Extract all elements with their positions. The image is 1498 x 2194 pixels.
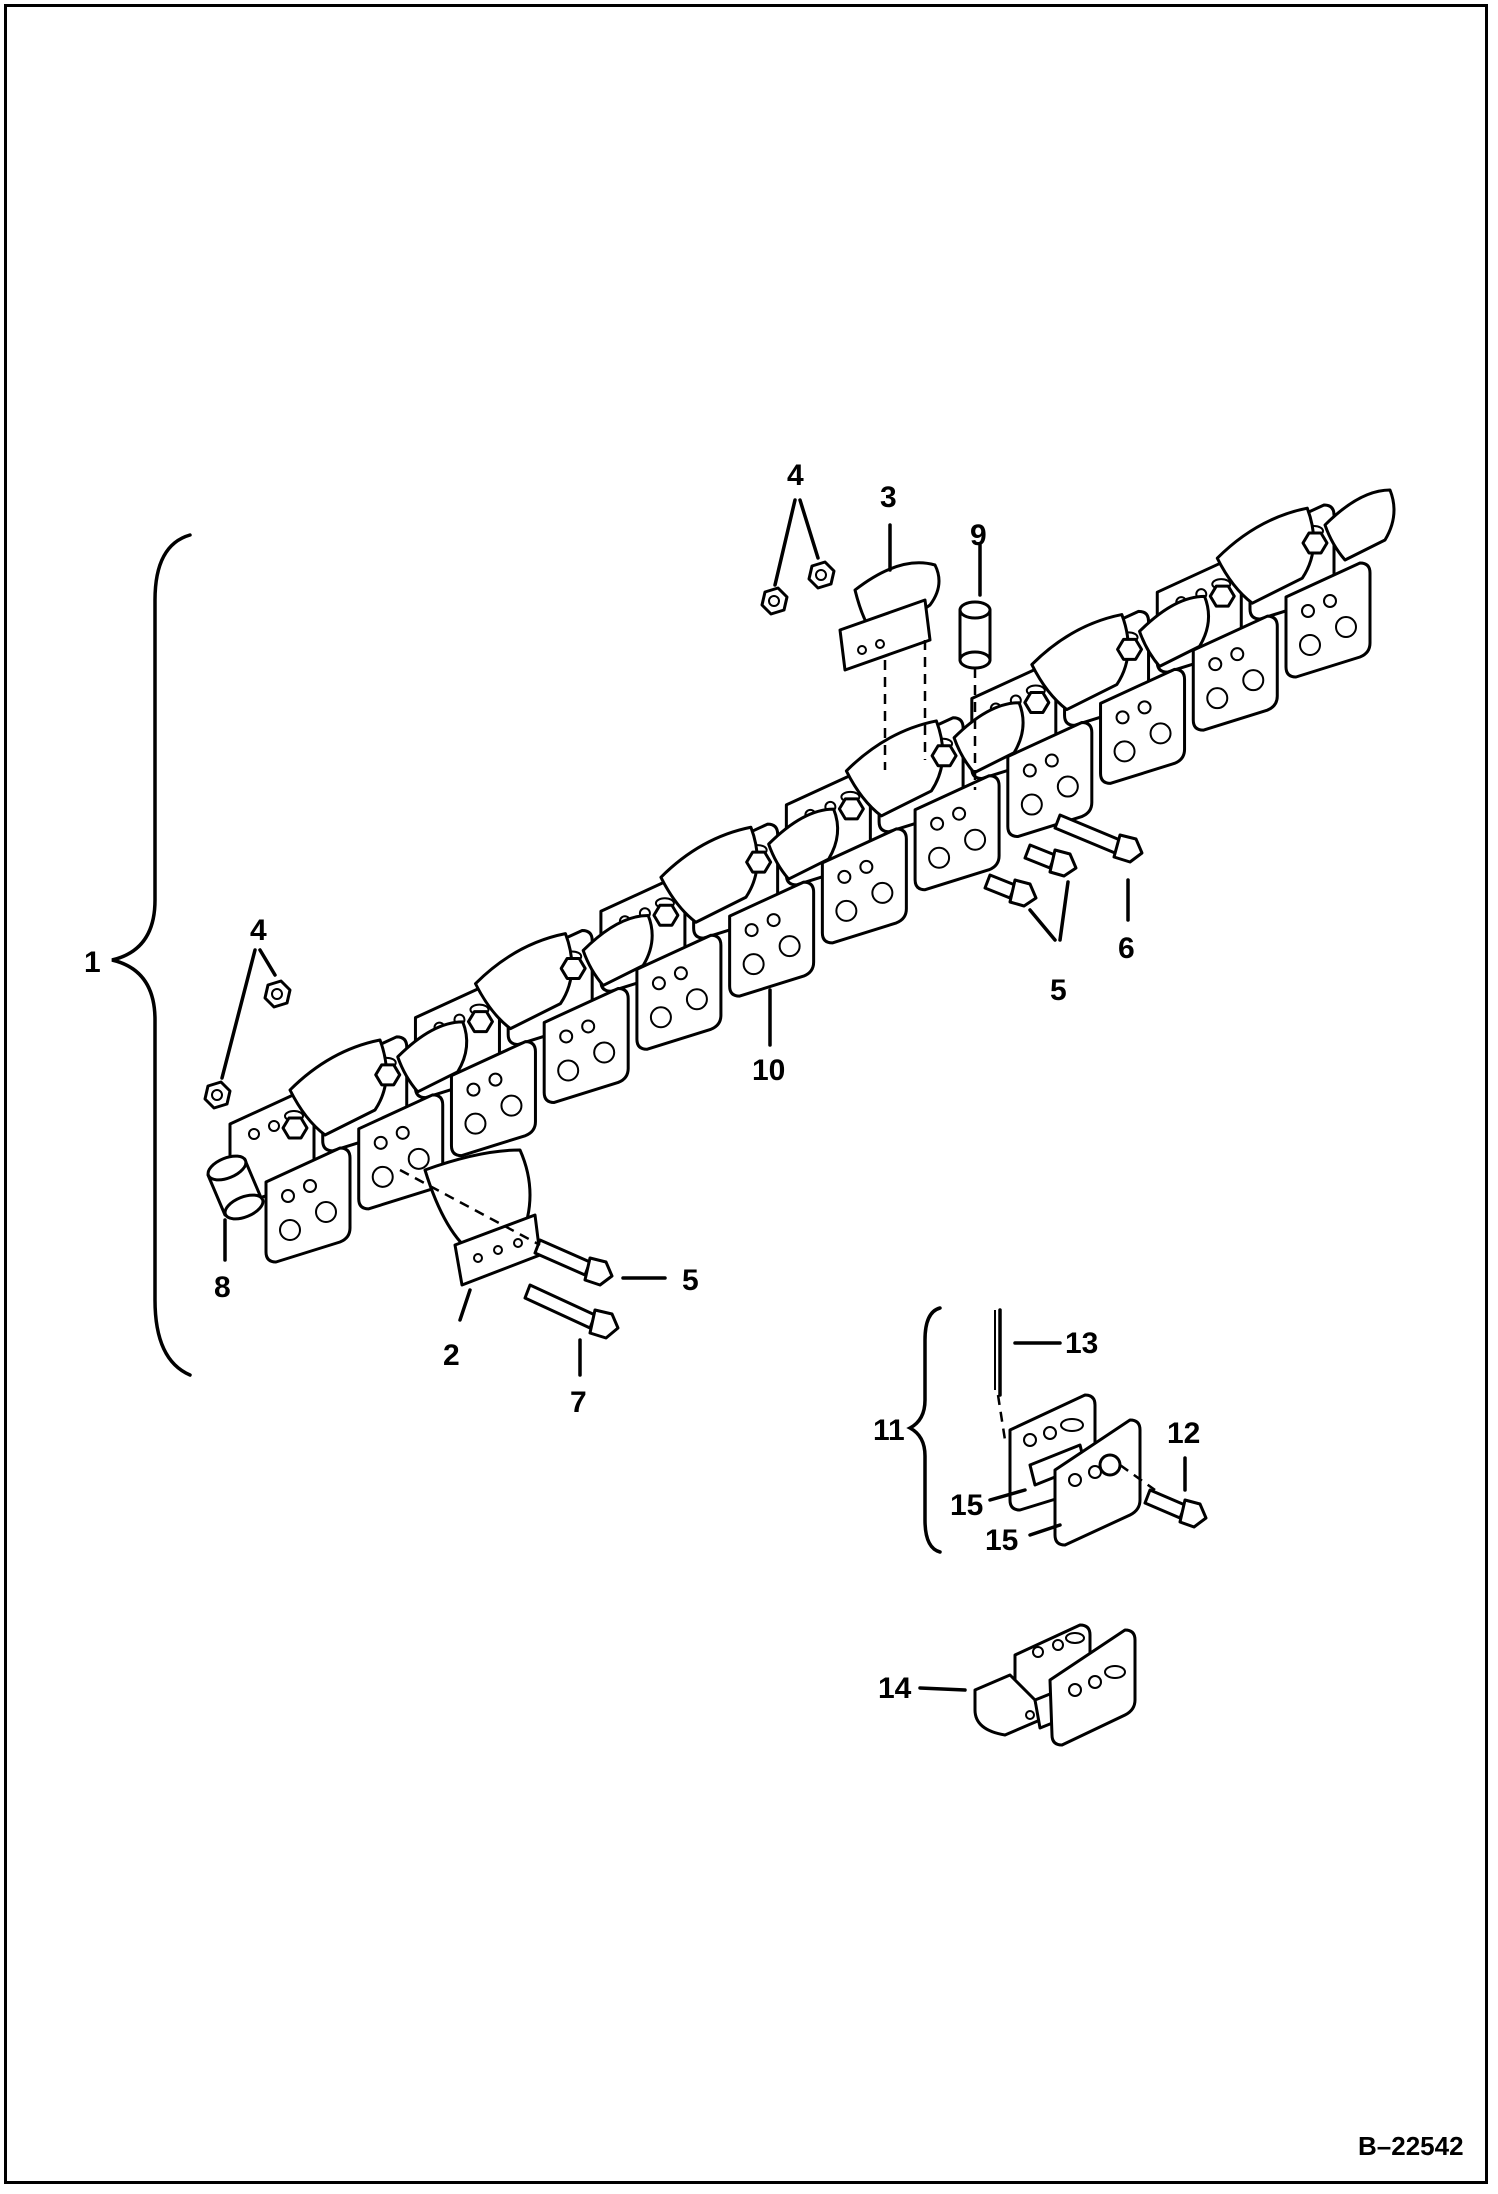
callout-1: 1: [84, 946, 101, 979]
drawing-reference-number: B–22542: [1358, 2131, 1464, 2161]
assembled-link-14: [973, 1623, 1137, 1747]
hex-nut-4d: [263, 979, 292, 1009]
cutter-tooth-2: [423, 1148, 542, 1287]
bolt-5-upper-b: [1023, 843, 1078, 878]
callout-5-upper: 5: [1050, 974, 1067, 1007]
callout-13: 13: [1065, 1327, 1098, 1360]
hex-nut-4c: [203, 1080, 232, 1110]
callout-8: 8: [214, 1271, 231, 1304]
callout-4-top: 4: [787, 459, 804, 492]
chain-nut: [1116, 637, 1144, 661]
chain-link-front: [542, 986, 630, 1104]
chain-link-front: [1099, 667, 1187, 785]
cutter-tooth-3: [838, 561, 941, 672]
chain-nut: [559, 956, 587, 980]
bolt-6: [1053, 813, 1144, 864]
cutter-tooth: [581, 913, 654, 987]
callout-3: 3: [880, 481, 897, 514]
callout-6: 6: [1118, 932, 1135, 965]
cotter-pin-13: [994, 1308, 1002, 1397]
drawing-frame: [4, 4, 1488, 2184]
callout-4-left: 4: [250, 914, 267, 947]
chain-nut: [466, 1010, 494, 1034]
cutter-tooth: [1138, 594, 1211, 668]
callout-15a: 15: [950, 1489, 983, 1522]
chain-link-front: [1284, 561, 1372, 679]
hex-nut-4b: [807, 560, 836, 590]
bolt-5-lower: [533, 1238, 614, 1287]
roller-bushing-8: [206, 1154, 265, 1221]
callout-2: 2: [443, 1339, 460, 1372]
cutter-tooth: [952, 701, 1025, 775]
chain-nut: [374, 1063, 402, 1087]
callout-14: 14: [878, 1672, 912, 1705]
roller-bushing-9: [958, 600, 992, 670]
assembly-brace: [111, 533, 192, 1377]
leader-lines: [220, 498, 1187, 1692]
chain-nut: [837, 797, 865, 821]
callout-12: 12: [1167, 1417, 1200, 1450]
chain-link-front: [820, 827, 908, 945]
bolt-5-upper-a: [983, 873, 1038, 908]
cutter-tooth: [1323, 488, 1396, 562]
chain-nut: [1208, 584, 1236, 608]
digging-chain-assembly: [228, 488, 1396, 1264]
chain-link-front: [449, 1040, 537, 1158]
chain-link-front: [728, 880, 816, 998]
bolt-7: [523, 1283, 620, 1340]
chain-nut: [652, 903, 680, 927]
callout-10: 10: [752, 1054, 785, 1087]
assembly-line: [1119, 1463, 1156, 1492]
callout-15b: 15: [985, 1524, 1018, 1557]
callout-5-lower: 5: [682, 1264, 699, 1297]
chain-link-front: [913, 774, 1001, 892]
chain-link-front: [1006, 721, 1094, 839]
chain-nut: [1301, 531, 1329, 555]
chain-nut: [745, 850, 773, 874]
hex-nut-4a: [760, 586, 789, 616]
chain-nut: [281, 1116, 309, 1140]
callout-9: 9: [970, 519, 987, 552]
callout-7: 7: [570, 1386, 587, 1419]
chain-nut: [930, 744, 958, 768]
chain-link-front: [264, 1146, 352, 1264]
connector-bolt-12: [1143, 1488, 1208, 1529]
chain-link-front: [635, 933, 723, 1051]
connector-link-plate-15b: [1053, 1418, 1142, 1547]
chain-nut: [1023, 691, 1051, 715]
assembly-line: [996, 1394, 1007, 1441]
cutter-tooth: [396, 1020, 469, 1094]
cutter-tooth: [767, 807, 840, 881]
assembly-line: [399, 1168, 541, 1247]
connector-brace: [906, 1306, 942, 1554]
chain-link-front: [1191, 614, 1279, 732]
callout-11: 11: [873, 1414, 905, 1447]
